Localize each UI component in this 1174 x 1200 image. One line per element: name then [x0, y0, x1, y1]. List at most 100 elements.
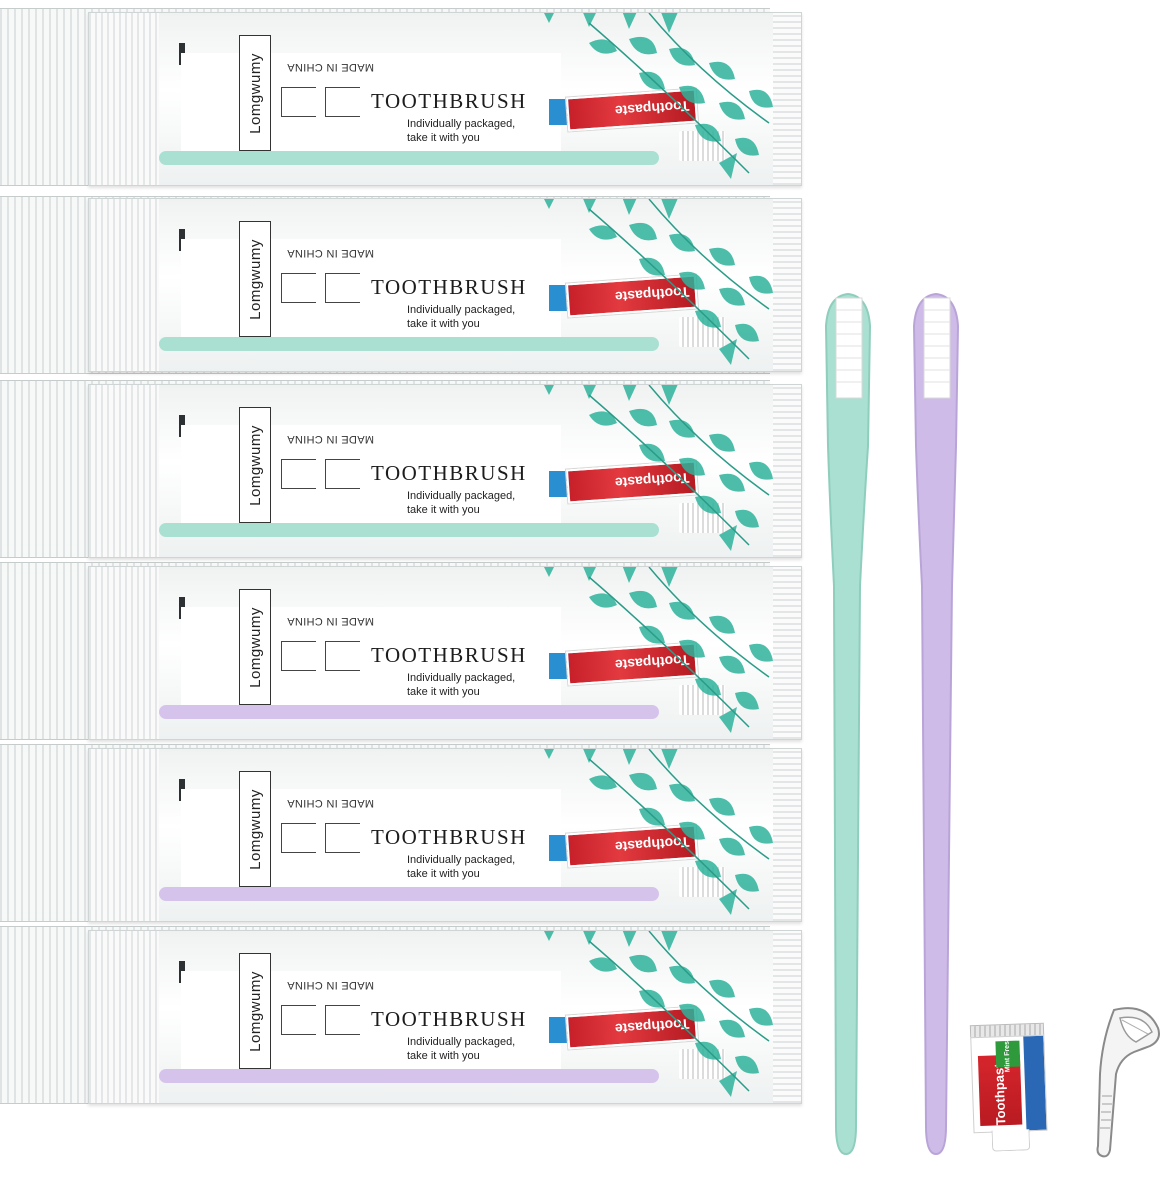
- packet-made-in: MADE IN CHINA: [287, 61, 375, 73]
- packet-subtitle-line2: take it with you: [407, 132, 480, 144]
- packet-tube-label: Toothpaste: [614, 98, 690, 120]
- packet-brand-box: Lomgwumy: [239, 407, 271, 523]
- packet-seal-right: [773, 385, 801, 557]
- floss-pick: [1096, 1007, 1160, 1158]
- packet-toothbrush-handle: [159, 337, 659, 351]
- packet-title: TOOTHBRUSH: [371, 461, 527, 485]
- packet-toothbrush-bristles: [679, 685, 725, 715]
- packet-instruction-icon: [281, 1005, 316, 1035]
- packet-subtitle-line1: Individually packaged,: [407, 490, 516, 502]
- packet-tube-label: Toothpaste: [614, 652, 690, 674]
- packet-seal-right: [773, 567, 801, 739]
- packet-instruction-icon: [281, 87, 316, 117]
- packet-toothbrush-bristles: [679, 1049, 725, 1079]
- packet-toothpaste-tube: Toothpaste: [565, 460, 699, 504]
- packet-subtitle-line1: Individually packaged,: [407, 672, 516, 684]
- packet-toothpaste-tube: Toothpaste: [565, 88, 699, 132]
- packet-instruction-icon: [281, 823, 316, 853]
- packet-toothbrush-bristles: [679, 131, 725, 161]
- packet-brand-box: Lomgwumy: [239, 953, 271, 1069]
- packet-toothbrush-bristles: [679, 503, 725, 533]
- toothbrush-packet: Lomgwumy MADE IN CHINA TOOTHBRUSH Indivi…: [88, 748, 802, 922]
- packet-subtitle-line2: take it with you: [407, 686, 480, 698]
- mini-toothpaste-tube: Toothpaste Mint Fresh: [969, 1022, 1048, 1152]
- packet-subtitle: Individually packaged, take it with you: [407, 671, 515, 699]
- toothbrush-packet: Lomgwumy MADE IN CHINA TOOTHBRUSH Indivi…: [88, 198, 802, 372]
- packet-toothbrush-bristles: [679, 867, 725, 897]
- packet-brand: Lomgwumy: [246, 970, 264, 1052]
- toothbrush-packet: Lomgwumy MADE IN CHINA TOOTHBRUSH Indivi…: [88, 384, 802, 558]
- packet-made-in: MADE IN CHINA: [287, 433, 375, 445]
- packet-subtitle: Individually packaged, take it with you: [407, 853, 515, 881]
- packet-tube-label: Toothpaste: [614, 470, 690, 492]
- packet-toothbrush-handle: [159, 705, 659, 719]
- packet-toothpaste-tube: Toothpaste: [565, 274, 699, 318]
- packet-instruction-icon: [281, 273, 316, 303]
- packet-seal-right: [773, 13, 801, 185]
- packet-instruction-icon: [325, 823, 360, 853]
- packet-toothpaste-tube: Toothpaste: [565, 1006, 699, 1050]
- packet-toothbrush-handle: [159, 887, 659, 901]
- packet-title: TOOTHBRUSH: [371, 1007, 527, 1031]
- toothbrush-packet: Lomgwumy MADE IN CHINA TOOTHBRUSH Indivi…: [88, 566, 802, 740]
- packet-subtitle-line2: take it with you: [407, 868, 480, 880]
- packet-subtitle: Individually packaged, take it with you: [407, 1035, 515, 1063]
- packet-seal-left: [89, 385, 159, 557]
- packet-brand-box: Lomgwumy: [239, 221, 271, 337]
- packet-instruction-icon: [325, 641, 360, 671]
- packet-brand: Lomgwumy: [246, 606, 264, 688]
- packet-tube-label: Toothpaste: [614, 834, 690, 856]
- packet-toothbrush-handle: [159, 1069, 659, 1083]
- packet-brand: Lomgwumy: [246, 788, 264, 870]
- packet-brand: Lomgwumy: [246, 238, 264, 320]
- packet-brand-box: Lomgwumy: [239, 35, 271, 151]
- packet-subtitle-line1: Individually packaged,: [407, 854, 516, 866]
- packet-toothbrush-handle: [159, 151, 659, 165]
- packet-made-in: MADE IN CHINA: [287, 615, 375, 627]
- packet-made-in: MADE IN CHINA: [287, 247, 375, 259]
- packet-subtitle: Individually packaged, take it with you: [407, 489, 515, 517]
- toothbrush-packet: Lomgwumy MADE IN CHINA TOOTHBRUSH Indivi…: [88, 930, 802, 1104]
- packet-subtitle-line1: Individually packaged,: [407, 304, 516, 316]
- packet-title: TOOTHBRUSH: [371, 89, 527, 113]
- packet-seal-left: [89, 199, 159, 371]
- tube-cap: [991, 1129, 1031, 1152]
- lavender-toothbrush: [912, 292, 960, 1156]
- packet-instruction-icon: [325, 87, 360, 117]
- packet-seal-right: [773, 199, 801, 371]
- packet-subtitle: Individually packaged, take it with you: [407, 303, 515, 331]
- packet-instruction-icon: [325, 459, 360, 489]
- packet-tube-label: Toothpaste: [614, 1016, 690, 1038]
- packet-subtitle-line1: Individually packaged,: [407, 1036, 516, 1048]
- tube-badge-text: Mint Fresh: [1003, 1036, 1012, 1072]
- tube-body: Toothpaste Mint Fresh: [970, 1034, 1048, 1134]
- packet-instruction-icon: [281, 459, 316, 489]
- packet-instruction-icon: [281, 641, 316, 671]
- packet-subtitle-line2: take it with you: [407, 318, 480, 330]
- tube-badge: Mint Fresh: [995, 1036, 1021, 1072]
- packet-subtitle: Individually packaged, take it with you: [407, 117, 515, 145]
- packet-toothpaste-tube: Toothpaste: [565, 642, 699, 686]
- packet-instruction-icon: [325, 1005, 360, 1035]
- packet-seal-right: [773, 931, 801, 1103]
- packet-brand: Lomgwumy: [246, 424, 264, 506]
- packet-brand-box: Lomgwumy: [239, 589, 271, 705]
- packet-seal-left: [89, 931, 159, 1103]
- mint-toothbrush: [824, 292, 872, 1156]
- packet-seal-left: [89, 13, 159, 185]
- packet-title: TOOTHBRUSH: [371, 643, 527, 667]
- packet-toothbrush-handle: [159, 523, 659, 537]
- packet-title: TOOTHBRUSH: [371, 275, 527, 299]
- packet-tube-label: Toothpaste: [614, 284, 690, 306]
- packet-seal-right: [773, 749, 801, 921]
- tube-blue-band: [1023, 1035, 1047, 1131]
- packet-seal-left: [89, 567, 159, 739]
- toothbrush-packet: Lomgwumy MADE IN CHINA TOOTHBRUSH Indivi…: [88, 12, 802, 186]
- packet-title: TOOTHBRUSH: [371, 825, 527, 849]
- packet-made-in: MADE IN CHINA: [287, 979, 375, 991]
- packet-toothbrush-bristles: [679, 317, 725, 347]
- packet-seal-left: [89, 749, 159, 921]
- packet-subtitle-line2: take it with you: [407, 1050, 480, 1062]
- packet-brand-box: Lomgwumy: [239, 771, 271, 887]
